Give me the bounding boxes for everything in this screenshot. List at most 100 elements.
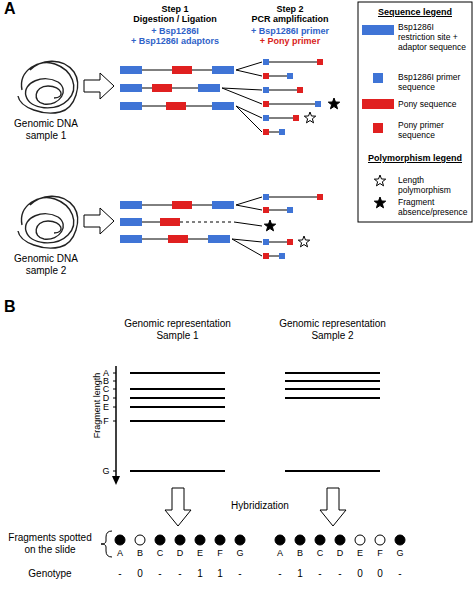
genotype-value: -	[234, 568, 246, 580]
spot-letter: C	[154, 548, 166, 558]
spot-filled	[215, 535, 225, 545]
dna-line	[266, 90, 300, 91]
axis-arrowhead	[112, 476, 120, 485]
sample-label: Genomic DNA sample 2	[10, 253, 82, 277]
spot-empty	[355, 535, 365, 545]
genotype-value: 1	[294, 568, 306, 580]
step-heading: Step 2	[245, 4, 335, 14]
primer-square	[287, 207, 293, 213]
spot-letter: A	[274, 548, 286, 558]
pcr-line	[236, 70, 262, 76]
primer-square	[315, 101, 321, 107]
genotype-value: -	[334, 568, 346, 580]
genotype-value: -	[394, 568, 406, 580]
primer-square	[263, 115, 269, 121]
genotype-value: -	[314, 568, 326, 580]
fragment-lines	[142, 197, 320, 256]
primer-square	[263, 59, 269, 65]
legend-swatch	[373, 73, 383, 83]
dna-line	[266, 62, 320, 63]
primer-square	[317, 59, 323, 65]
pony-block	[152, 84, 172, 92]
spot-empty	[135, 535, 145, 545]
spot-filled	[395, 535, 405, 545]
pony-block	[172, 66, 192, 74]
adaptor-block	[120, 218, 142, 226]
step-title: PCR amplification	[230, 14, 350, 24]
slide-spots	[275, 535, 405, 545]
genotype-value: -	[114, 568, 126, 580]
spot-filled	[295, 535, 305, 545]
axis-tick	[113, 421, 116, 422]
axis-title: Fragment length	[92, 366, 103, 446]
primer-square	[263, 129, 269, 135]
spot-letter: F	[214, 548, 226, 558]
reagent-note: + Pony primer	[230, 36, 350, 46]
band	[285, 380, 380, 382]
axis-letter: F	[100, 416, 112, 426]
pcr-line	[222, 88, 262, 90]
legend-heading: Polymorphism legend	[360, 153, 470, 163]
row-label: Fragments spotted on the slide	[4, 532, 96, 556]
band	[130, 420, 225, 422]
row-label: Genotype	[4, 568, 96, 580]
reagent-note: + Bsp1286I adaptors	[105, 36, 245, 46]
primer-square	[263, 73, 269, 79]
legend-text: Bsp1286I primer sequence	[398, 72, 470, 92]
dna-tangle	[18, 61, 78, 113]
step-title: Digestion / Ligation	[115, 14, 235, 24]
dna-line	[266, 242, 290, 243]
axis-letter: E	[100, 402, 112, 412]
pcr-line	[236, 205, 262, 210]
spot-filled	[335, 535, 345, 545]
primer-square	[263, 194, 269, 200]
adaptor-block	[120, 66, 142, 74]
spot-filled	[175, 535, 185, 545]
axis-tick	[113, 373, 116, 374]
spot-filled	[115, 535, 125, 545]
fragment-blocks	[120, 194, 323, 259]
pcr-line	[236, 62, 262, 70]
step-label: Hybridization	[200, 500, 320, 512]
legend-text: Bsp1286I restriction site + adaptor sequ…	[398, 22, 470, 52]
axis-tick	[113, 407, 116, 408]
spot-filled	[155, 535, 165, 545]
legend-text: Fragment absence/presence	[398, 197, 470, 217]
primer-square	[297, 87, 303, 93]
primer-square	[263, 239, 269, 245]
primer-square	[293, 115, 299, 121]
reagent-note: + Bsp1286I primer	[230, 26, 350, 36]
dna-line	[266, 210, 290, 211]
dna-strand	[18, 196, 78, 248]
adaptor-block	[208, 235, 230, 243]
spot-letter: B	[294, 548, 306, 558]
adaptor-block	[120, 201, 142, 209]
spot-filled	[315, 535, 325, 545]
adaptor-block	[212, 66, 234, 74]
pcr-line	[232, 239, 262, 256]
spot-letter: G	[234, 548, 246, 558]
hollow-star-symbol	[374, 175, 385, 186]
pony-block	[172, 201, 192, 209]
spot-letter: F	[374, 548, 386, 558]
black-star-symbol	[264, 220, 275, 231]
lane-heading: Genomic representation Sample 1	[115, 318, 240, 342]
axis-tick	[113, 381, 116, 382]
gel-bands	[285, 373, 380, 471]
dna-line	[266, 76, 290, 77]
band	[285, 388, 380, 390]
band	[130, 388, 225, 390]
spot-empty	[375, 535, 385, 545]
genotype-value: -	[154, 568, 166, 580]
hollow-star-symbol	[298, 236, 309, 247]
black-star-symbol	[374, 197, 385, 208]
brace	[101, 531, 112, 557]
lane-heading: Genomic representation Sample 2	[270, 318, 395, 342]
adaptor-block	[120, 235, 142, 243]
dna-line	[266, 197, 320, 198]
pcr-line	[222, 88, 262, 104]
panel-letter: B	[4, 298, 16, 316]
dna-tangle	[18, 196, 78, 248]
primer-square	[279, 129, 285, 135]
